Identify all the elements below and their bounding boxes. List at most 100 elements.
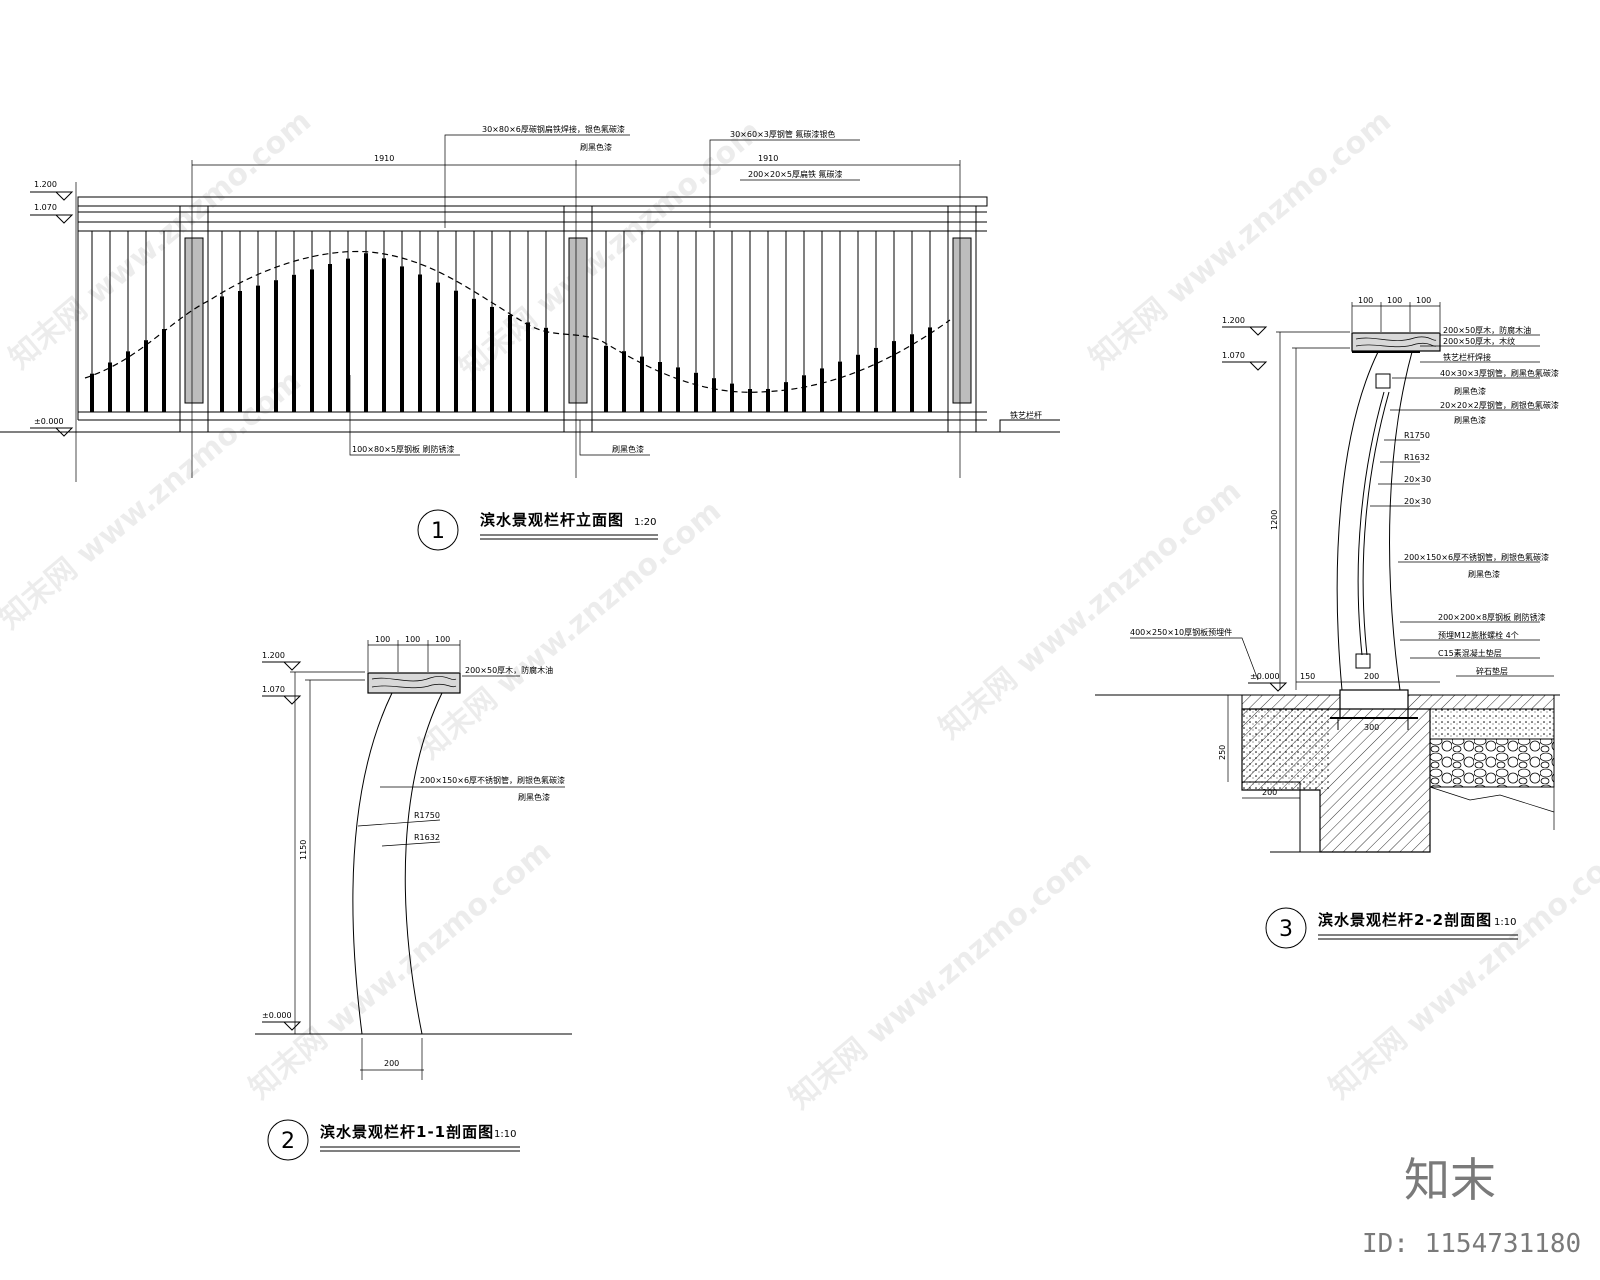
baluster-lower (454, 290, 458, 412)
watermark: 知末网 www.znzmo.com (783, 844, 1098, 1117)
baluster-lower (748, 389, 752, 412)
s1-title: 滨水景观栏杆1-1剖面图 (320, 1123, 494, 1141)
svg-text:±0.000: ±0.000 (1250, 672, 1280, 681)
section-2-2-drawing: 100 100 100 1200 150 200 300 250 200 1.2… (1095, 296, 1560, 949)
baluster-lower (604, 345, 608, 412)
wave-curve (84, 250, 951, 393)
baluster-lower (874, 347, 878, 412)
level-mark-rail: 1.070 (30, 203, 74, 224)
baluster-lower (694, 372, 698, 412)
baluster-lower (220, 296, 224, 412)
baluster-lower (526, 322, 530, 412)
baluster-lower (820, 368, 824, 412)
s2-scale: 1:10 (1494, 917, 1516, 928)
s2-notes: 200×50厚木，防腐木油 200×50厚木，木纹 铁艺栏杆焊接 40×30×3… (1130, 325, 1559, 681)
svg-text:400×250×10厚钢板预埋件: 400×250×10厚钢板预埋件 (1130, 627, 1232, 637)
baluster-lower (730, 383, 734, 412)
watermark: 知末网 www.znzmo.com (1083, 104, 1398, 377)
s1-number: 2 (281, 1129, 295, 1154)
s2-dim-footing: 200 (1262, 788, 1277, 797)
watermark: 知末网 www.znzmo.com (453, 114, 768, 387)
baluster-lower (400, 266, 404, 412)
s2-wood-cap (1351, 332, 1441, 352)
elev-note-2: 30×60×3厚钢管 氟碳漆银色 (730, 129, 835, 139)
svg-text:碎石垫层: 碎石垫层 (1476, 666, 1508, 676)
baluster-lower (928, 327, 932, 412)
s1-dim-top-b: 100 (405, 635, 420, 644)
baluster-lower (490, 306, 494, 412)
section-1-1-drawing: 100 100 100 1150 200 1.200 1.070 ±0.000 … (255, 635, 572, 1161)
svg-text:±0.000: ±0.000 (34, 417, 64, 426)
s1-dim-height: 1150 (299, 840, 308, 860)
s1-note-5: R1632 (414, 833, 440, 842)
baluster-lower (658, 362, 662, 412)
svg-text:R1632: R1632 (1404, 453, 1430, 462)
s2-post-curve-outer (1389, 351, 1413, 691)
svg-text:±0.000: ±0.000 (262, 1011, 292, 1020)
post-curve-outer (404, 692, 443, 1035)
s2-dim-base: 200 (1364, 672, 1379, 681)
svg-text:40×30×3厚钢管，刷黑色氟碳漆: 40×30×3厚钢管，刷黑色氟碳漆 (1440, 368, 1559, 378)
svg-text:200×50厚木，木纹: 200×50厚木，木纹 (1443, 336, 1515, 346)
elev-note-4: 200×20×5厚扁铁 氟碳漆 (748, 169, 843, 179)
svg-text:C15素混凝土垫层: C15素混凝土垫层 (1438, 648, 1502, 658)
wood-cap (367, 672, 461, 694)
baluster-lower (910, 334, 914, 412)
s1-note-4: R1750 (414, 811, 440, 820)
svg-text:R1750: R1750 (1404, 431, 1430, 440)
baluster-lower (162, 329, 166, 412)
svg-text:预埋M12膨胀螺栓 4个: 预埋M12膨胀螺栓 4个 (1438, 630, 1519, 640)
s2-level-rail: 1.070 (1222, 351, 1268, 371)
s2-number: 3 (1279, 917, 1293, 942)
brand-logo: 知末 (1404, 1153, 1496, 1207)
svg-text:1.200: 1.200 (34, 180, 57, 189)
watermark: 知末网 www.znzmo.com (1323, 834, 1600, 1107)
baluster-lower (640, 356, 644, 412)
baluster-lower (436, 282, 440, 412)
s1-note-1: 200×50厚木，防腐木油 (465, 665, 553, 675)
baluster-lower (238, 291, 242, 412)
s1-dim-top-c: 100 (435, 635, 450, 644)
svg-text:刷黑色漆: 刷黑色漆 (1454, 415, 1486, 425)
elev-note-6: 刷黑色漆 (612, 444, 644, 454)
baluster-lower (508, 315, 512, 412)
dim-right-span: 1910 (758, 154, 778, 163)
baluster-lower (766, 388, 770, 412)
baluster-lower (126, 351, 130, 412)
section-1-1-title-block: 2 滨水景观栏杆1-1剖面图 1:10 (267, 1119, 520, 1161)
svg-text:20×30: 20×30 (1404, 475, 1431, 484)
post-inlay (952, 237, 972, 404)
brand-id: ID: 1154731180 (1362, 1229, 1581, 1259)
baluster-lower (622, 351, 626, 412)
baluster-lower (108, 362, 112, 412)
elevation-number: 1 (431, 519, 445, 544)
baluster-lower (256, 285, 260, 412)
s1-scale: 1:10 (494, 1129, 516, 1140)
svg-text:200×150×6厚不锈钢管，刷银色氟碳漆: 200×150×6厚不锈钢管，刷银色氟碳漆 (1404, 552, 1549, 562)
baluster-lower (892, 341, 896, 412)
level-mark-top: 1.200 (30, 180, 74, 201)
s2-dim-top-a: 100 (1358, 296, 1373, 305)
watermark: 知末网 www.znzmo.com (243, 834, 558, 1107)
svg-text:刷黑色漆: 刷黑色漆 (1468, 569, 1500, 579)
s2-dim-top-b: 100 (1387, 296, 1402, 305)
baluster-lower (346, 258, 350, 412)
brand-mark: 知末 ID: 1154731180 (1362, 1153, 1581, 1259)
svg-text:1.070: 1.070 (262, 685, 285, 694)
baluster-lower (274, 280, 278, 412)
baluster-lower (712, 378, 716, 412)
section-2-2-title-block: 3 滨水景观栏杆2-2剖面图 1:10 (1265, 907, 1518, 949)
elevation-title-block: 1 滨水景观栏杆立面图 1:20 (417, 509, 658, 551)
s2-level-ground: ±0.000 (1248, 672, 1288, 692)
baluster-lower (784, 382, 788, 412)
watermark: 知末网 www.znzmo.com (933, 474, 1248, 747)
s2-dim-plate: 300 (1364, 723, 1379, 732)
elevation-drawing: 1910 1910 1.200 1.070 ±0.000 30×80×6厚碳钢扁… (0, 124, 1060, 551)
s1-dim-base-width: 200 (384, 1059, 399, 1068)
svg-text:1.070: 1.070 (34, 203, 57, 212)
baluster-lower (418, 274, 422, 412)
svg-text:200×200×8厚钢板 刷防锈漆: 200×200×8厚钢板 刷防锈漆 (1438, 612, 1546, 622)
elev-note-1: 30×80×6厚碳钢扁铁焊接，银色氟碳漆 (482, 124, 625, 134)
s2-dim-setback: 150 (1300, 672, 1315, 681)
